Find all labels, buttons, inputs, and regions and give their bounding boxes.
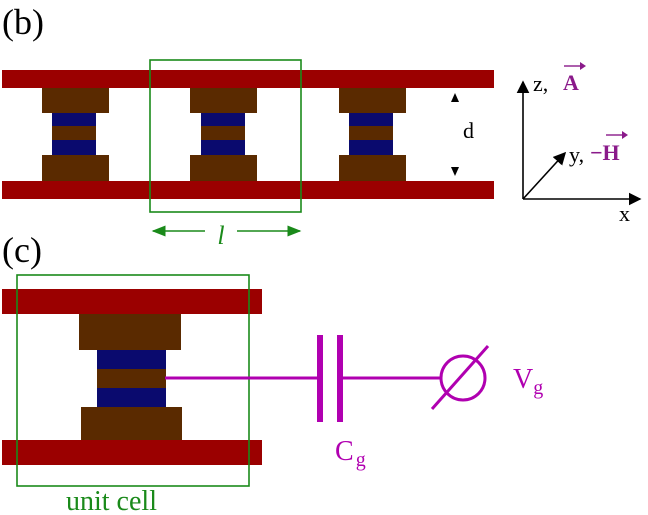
y-axis-label: y, — [569, 142, 584, 167]
d-arrow-bottom — [451, 167, 459, 176]
d-label: d — [463, 118, 474, 143]
unit-cell-label: unit cell — [66, 486, 157, 515]
x-axis-label: x — [619, 201, 630, 226]
vector-a: A — [563, 62, 586, 95]
unit-cell-frame — [16, 274, 250, 487]
bottom-electrode-c — [2, 440, 262, 465]
panel-b-label: (b) — [2, 2, 44, 42]
junction-stack-2 — [190, 88, 257, 181]
junction-stack-1 — [42, 88, 109, 181]
gate-circuit — [165, 335, 490, 422]
junction-stack-3 — [339, 88, 406, 181]
coordinate-axes — [516, 80, 642, 206]
source-label: Vg — [513, 364, 543, 399]
bottom-electrode-b — [2, 181, 494, 199]
d-arrow-top — [451, 93, 459, 102]
vector-a-label: A — [563, 70, 579, 95]
z-axis-label: z, — [533, 71, 548, 96]
vector-h-label: −H — [590, 140, 620, 165]
vector-h: −H — [590, 131, 628, 165]
junction-stack-unit-cell — [79, 314, 182, 440]
length-label: l — [217, 221, 224, 250]
top-electrode-c — [2, 289, 262, 314]
top-electrode-b — [2, 70, 494, 88]
period-frame — [149, 59, 302, 213]
panel-c-label: (c) — [2, 230, 42, 270]
voltage-source — [439, 354, 487, 402]
